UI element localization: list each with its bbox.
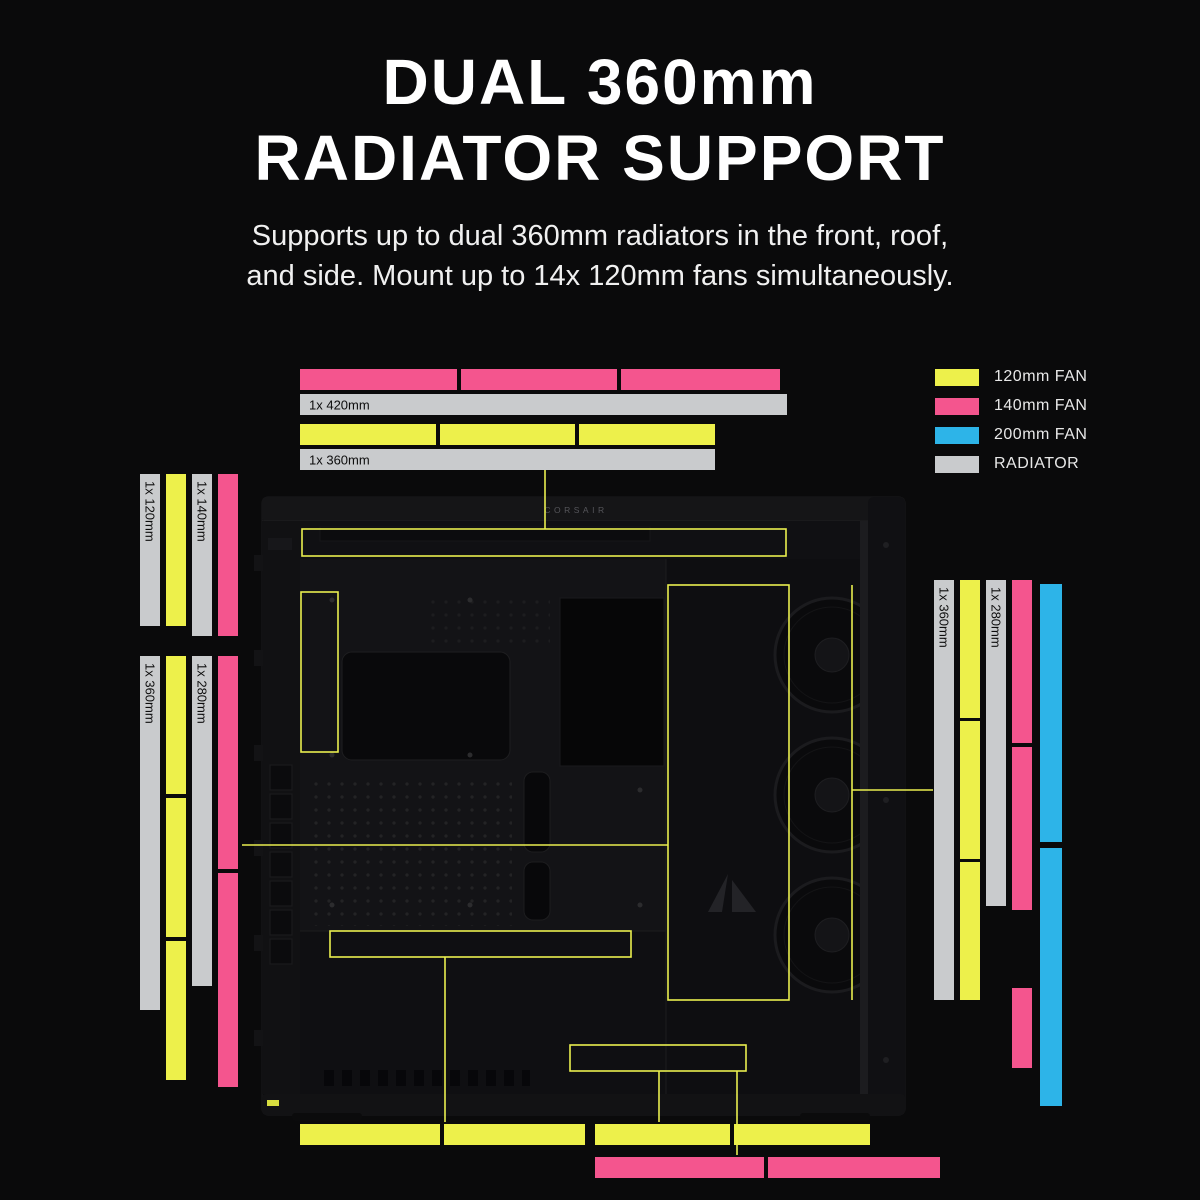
legend-label: RADIATOR <box>994 455 1080 472</box>
legend-label: 140mm FAN <box>994 397 1088 414</box>
case-brand-text: CORSAIR <box>544 505 607 515</box>
subtitle-line-1: Supports up to dual 360mm radiators in t… <box>251 220 949 252</box>
legend-label: 200mm FAN <box>994 426 1088 443</box>
subtitle-line-2: and side. Mount up to 14x 120mm fans sim… <box>246 260 954 292</box>
rear-mount-outline <box>300 591 339 753</box>
bottom-mount-outline <box>569 1044 747 1072</box>
front-chamber <box>665 559 891 1094</box>
roof-mount-outline <box>301 528 787 557</box>
corsair-sails-logo <box>708 874 756 912</box>
legend-item-fan200: 200mm FAN <box>935 426 1087 444</box>
legend-item-radiator: RADIATOR <box>935 455 1087 473</box>
mount-outlines <box>242 470 933 1155</box>
motherboard-tray <box>300 559 666 931</box>
subtitle: Supports up to dual 360mm radiators in t… <box>0 216 1200 296</box>
legend-swatch-fan120 <box>935 368 979 386</box>
side-mount-outline <box>667 584 790 1001</box>
legend-swatch-fan200 <box>935 426 979 444</box>
case-body: CORSAIR <box>254 496 906 1121</box>
title-line-2: RADIATOR SUPPORT <box>254 122 946 194</box>
legend-item-fan120: 120mm FAN <box>935 368 1087 386</box>
page-title: DUAL 360mm RADIATOR SUPPORT <box>0 44 1200 196</box>
shroud-mount-outline <box>329 930 632 958</box>
legend-label: 120mm FAN <box>994 368 1088 385</box>
legend-item-fan140: 140mm FAN <box>935 397 1087 415</box>
legend-swatch-radiator <box>935 455 979 473</box>
legend: 120mm FAN 140mm FAN 200mm FAN RADIATOR <box>935 368 1087 484</box>
title-line-1: DUAL 360mm <box>382 46 818 118</box>
legend-swatch-fan140 <box>935 397 979 415</box>
